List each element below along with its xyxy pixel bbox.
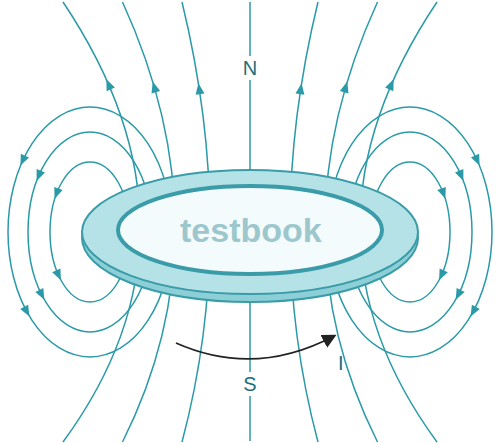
south-pole-label: S <box>240 372 259 396</box>
field-arrowhead <box>455 169 468 183</box>
field-arrowhead <box>20 305 33 319</box>
field-arrowhead <box>295 83 306 95</box>
field-arrowhead <box>340 80 352 93</box>
field-arrowhead <box>35 288 48 302</box>
field-arrowhead <box>52 268 65 282</box>
field-arrowhead <box>437 187 449 200</box>
current-label: I <box>338 352 344 374</box>
field-arrowhead <box>452 288 465 302</box>
north-pole-label: N <box>240 56 260 80</box>
watermark: testbook <box>180 212 322 249</box>
field-arrowhead <box>148 80 160 93</box>
field-arrowhead <box>435 268 448 282</box>
field-arrowhead <box>385 78 398 92</box>
field-arrowhead <box>102 78 115 92</box>
field-arrowhead <box>194 83 205 95</box>
field-lines <box>8 2 492 442</box>
field-arrowhead <box>467 305 480 319</box>
current-arrow <box>176 336 334 359</box>
field-arrowhead <box>50 187 62 200</box>
field-arrowhead <box>32 169 45 183</box>
field-arrowhead <box>471 154 484 168</box>
current-ring <box>82 170 418 302</box>
field-arrowhead <box>16 154 29 168</box>
